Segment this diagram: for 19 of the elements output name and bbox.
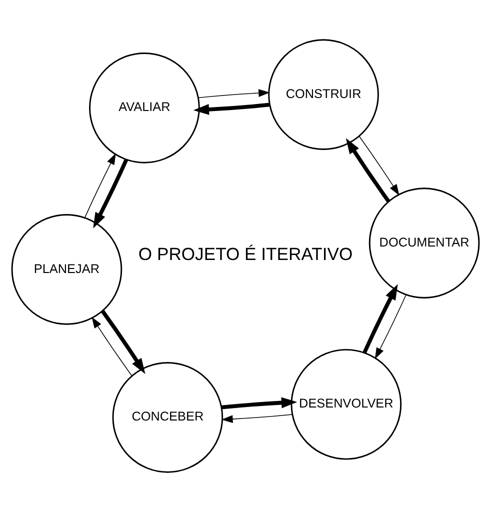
- arrow: [222, 396, 298, 409]
- arrow: [374, 294, 406, 359]
- node-circle: CONCEBER: [112, 361, 224, 472]
- node-circle: AVALIAR: [89, 52, 200, 163]
- arrow: [346, 138, 390, 202]
- arrow: [84, 152, 116, 218]
- arrow: [93, 158, 128, 228]
- node-circle: CONSTRUIR: [268, 38, 379, 150]
- arrow: [362, 284, 398, 353]
- arrow: [221, 414, 292, 422]
- node-circle: DESENVOLVER: [290, 348, 402, 460]
- node-circle: PLANEJAR: [11, 214, 122, 324]
- arrow: [193, 102, 270, 114]
- node-circle: DOCUMENTAR: [368, 187, 480, 298]
- arrow: [92, 316, 132, 376]
- arrow: [101, 310, 146, 374]
- label: O PROJETO É ITERATIVO: [138, 244, 353, 264]
- arrow: [198, 88, 270, 98]
- arrow: [359, 136, 400, 196]
